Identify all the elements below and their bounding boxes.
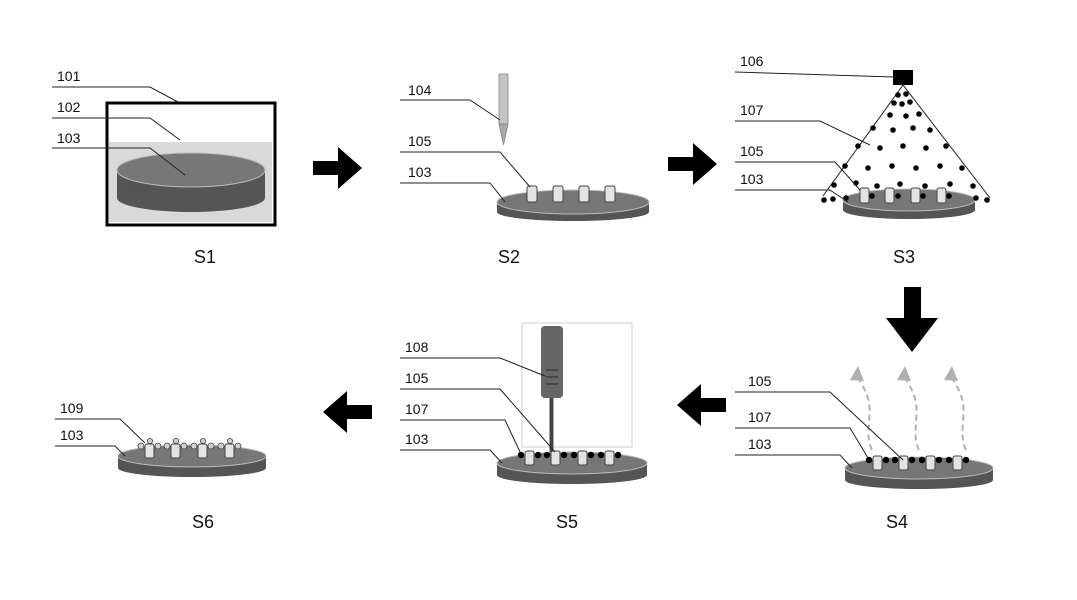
leader-105-s2 — [400, 151, 531, 188]
step-label-s2: S2 — [498, 247, 520, 267]
leader-101 — [52, 86, 179, 103]
leader-102 — [52, 117, 181, 141]
panel-s5: 108 105 107 103 S5 — [400, 322, 648, 532]
ref-101: 101 — [57, 68, 81, 84]
leader-103-s1 — [52, 147, 186, 176]
leader-107-s5 — [400, 419, 521, 453]
ref-103-s3: 103 — [740, 171, 764, 187]
arrow-s3-to-s4 — [886, 287, 938, 352]
step-label-s4: S4 — [886, 512, 908, 532]
leader-105-s3 — [735, 161, 861, 191]
leader-107-s3 — [735, 120, 871, 146]
leader-103-s6 — [55, 445, 126, 457]
pillars-105-s2 — [526, 185, 616, 203]
leader-107-s4 — [735, 427, 869, 459]
vapor-arrows — [857, 371, 967, 451]
ref-107-s3: 107 — [740, 102, 764, 118]
particles-107-s4 — [865, 456, 970, 464]
arrow-s2-to-s3 — [668, 143, 717, 185]
panel-s6: 109 103 S6 — [55, 400, 267, 532]
ref-109: 109 — [60, 400, 84, 416]
ref-107-s5: 107 — [405, 401, 429, 417]
needle-104 — [498, 73, 509, 146]
substrate-s6 — [117, 444, 267, 477]
step-label-s3: S3 — [893, 247, 915, 267]
leader-105-s5 — [400, 388, 556, 453]
ref-108: 108 — [405, 339, 429, 355]
ref-103-s2: 103 — [408, 164, 432, 180]
ref-107-s4: 107 — [748, 409, 772, 425]
step-label-s1: S1 — [194, 247, 216, 267]
arrow-s1-to-s2 — [313, 147, 362, 189]
ref-103-s1: 103 — [57, 130, 81, 146]
leader-103-s5 — [400, 449, 503, 464]
leader-106 — [734, 71, 894, 78]
inset-frame — [521, 322, 633, 448]
arrow-s5-to-s6 — [323, 391, 372, 433]
panel-s4: 105 107 103 S4 — [735, 366, 994, 532]
flow-arrows — [313, 143, 938, 433]
ref-104: 104 — [408, 82, 432, 98]
ref-103-s5: 103 — [405, 431, 429, 447]
arrow-s4-to-s5 — [677, 384, 726, 426]
leader-103-s3 — [735, 189, 849, 203]
leader-109 — [55, 418, 146, 444]
ref-103-s6: 103 — [60, 427, 84, 443]
leader-104 — [400, 99, 501, 121]
panel-s1: 101 102 103 S1 — [52, 68, 277, 267]
leader-108 — [400, 357, 546, 377]
pillars-105-s3 — [859, 187, 947, 204]
ref-105-s3: 105 — [740, 143, 764, 159]
ref-105-s4: 105 — [748, 373, 772, 389]
ref-105-s2: 105 — [408, 133, 432, 149]
probe-108 — [541, 326, 563, 454]
leader-103-s2 — [400, 182, 506, 203]
vapor-arrowheads — [850, 366, 958, 381]
pillars-105-s5 — [524, 450, 615, 466]
panel-s3: 106 107 105 103 S3 — [734, 53, 991, 267]
spray-cone — [822, 84, 991, 199]
leader-103-s4 — [735, 454, 853, 469]
ref-103-s4: 103 — [748, 436, 772, 452]
particles-109 — [137, 437, 242, 450]
step-label-s6: S6 — [192, 512, 214, 532]
particles-107-s3 — [821, 91, 990, 203]
step-label-s5: S5 — [556, 512, 578, 532]
particles-107-s5 — [517, 451, 622, 459]
leader-105-s4 — [735, 391, 904, 461]
substrate-s2 — [496, 189, 650, 221]
pillars-109 — [144, 443, 235, 459]
spray-nozzle-106 — [893, 70, 913, 85]
substrate-s1 — [116, 152, 266, 212]
ref-102: 102 — [57, 99, 81, 115]
pillars-105-s4 — [872, 455, 963, 471]
ref-105-s5: 105 — [405, 370, 429, 386]
container-101 — [105, 101, 277, 227]
panel-s2: 104 105 103 S2 — [400, 73, 650, 267]
ref-106: 106 — [740, 53, 764, 69]
